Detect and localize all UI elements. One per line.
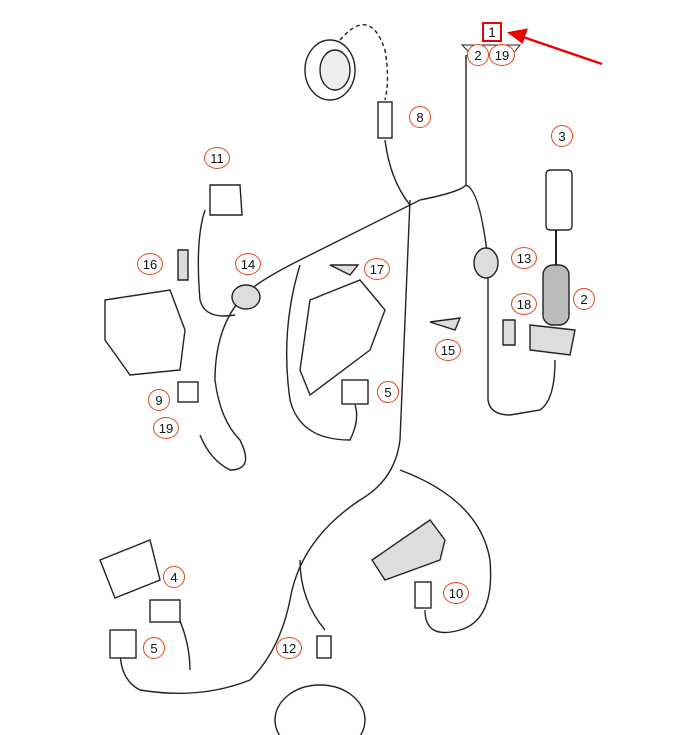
door-lock (104, 289, 186, 376)
callout-2[interactable]: 2 (467, 44, 489, 66)
callout-5-bottom[interactable]: 5 (143, 637, 165, 659)
callout-8[interactable]: 8 (409, 106, 431, 128)
harness-wire-speaker-top (384, 139, 411, 206)
harness-wire-11 (197, 209, 236, 317)
callout-11[interactable]: 11 (204, 147, 230, 169)
callout-3[interactable]: 3 (551, 125, 573, 147)
connector-11 (209, 184, 243, 216)
clip-16 (177, 249, 189, 281)
callout-18[interactable]: 18 (511, 293, 537, 315)
callout-13[interactable]: 13 (511, 247, 537, 269)
clip-18 (502, 319, 516, 346)
callout-5-top[interactable]: 5 (377, 381, 399, 403)
callout-4[interactable]: 4 (163, 566, 185, 588)
connector-10 (414, 581, 432, 609)
speaker-bottom (274, 684, 366, 735)
callout-15[interactable]: 15 (435, 339, 461, 361)
harness-wire-window (285, 264, 358, 441)
callout-19-lock[interactable]: 19 (153, 417, 179, 439)
callout-12[interactable]: 12 (276, 637, 302, 659)
highlight-arrow (506, 28, 603, 66)
connector-9 (177, 381, 199, 403)
callout-10[interactable]: 10 (443, 582, 469, 604)
connector-8 (377, 101, 393, 139)
harness-wire-12 (299, 559, 326, 631)
connector-5-top (341, 379, 369, 405)
connector-5-bottom (109, 629, 137, 659)
door-contact-3 (545, 169, 573, 231)
window-motor (299, 279, 386, 397)
harness-wire-main (239, 55, 467, 301)
bellows-2 (542, 264, 570, 326)
control-unit (371, 519, 446, 581)
grommet-13 (473, 247, 499, 279)
connector-12 (316, 635, 332, 659)
bellows-base (529, 324, 576, 356)
switch-panel (99, 539, 161, 599)
callout-17[interactable]: 17 (364, 258, 390, 280)
grommet-14 (231, 284, 261, 310)
callout-19[interactable]: 19 (489, 44, 515, 66)
callout-9[interactable]: 9 (148, 389, 170, 411)
connector-4 (149, 599, 181, 623)
harness-wire-10 (399, 469, 492, 634)
clip-17 (329, 264, 360, 276)
harness-wire-door (465, 184, 556, 416)
callout-14[interactable]: 14 (235, 253, 261, 275)
harness-wire-speaker-top-loop (339, 24, 389, 101)
callout-2-bellows[interactable]: 2 (573, 288, 595, 310)
callout-16[interactable]: 16 (137, 253, 163, 275)
harness-wire-trunk (119, 199, 411, 695)
part-1-label[interactable]: 1 (482, 22, 502, 42)
harness-wire-lock (199, 299, 247, 471)
clip-15 (429, 317, 462, 331)
